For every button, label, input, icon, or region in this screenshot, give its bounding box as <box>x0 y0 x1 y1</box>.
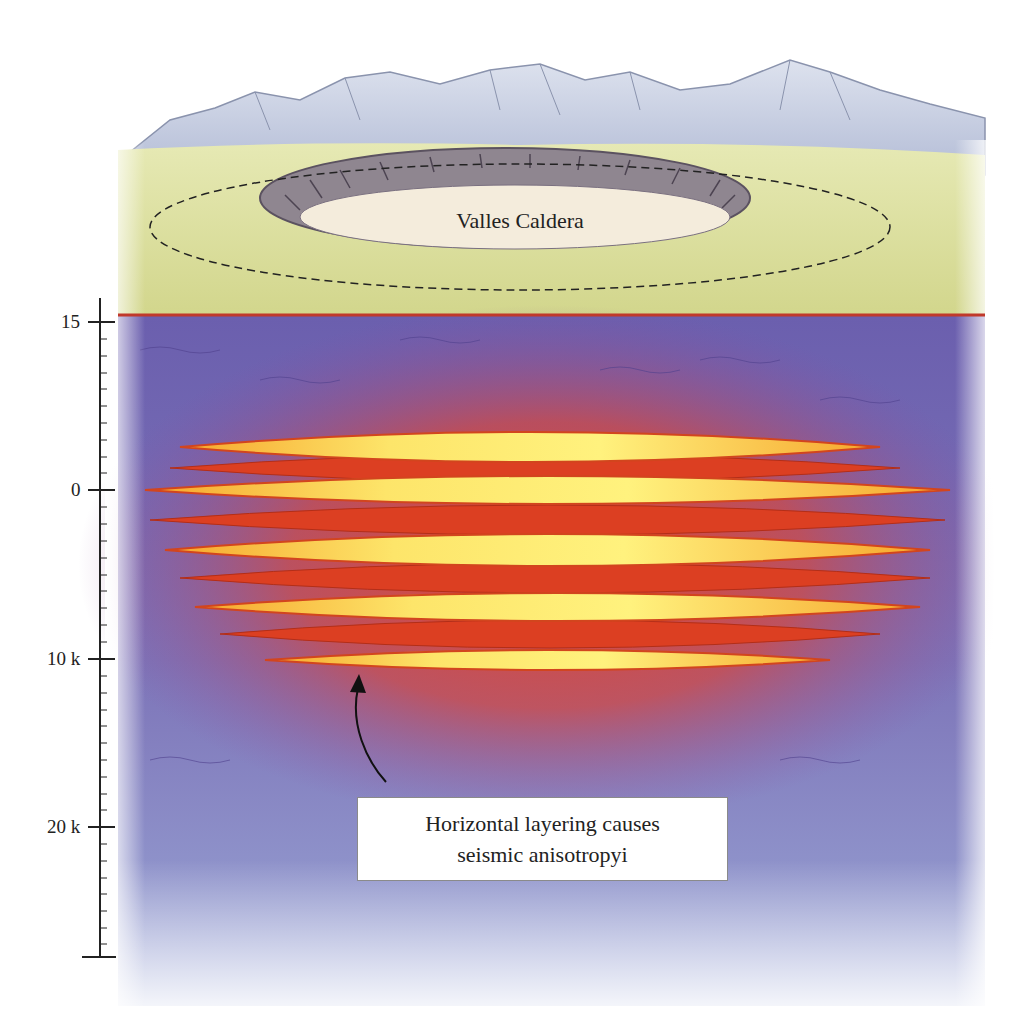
melt-lenses <box>145 432 950 670</box>
axis-label: 15 <box>61 311 80 333</box>
axis-label: 10 k <box>47 648 80 670</box>
axis-tick <box>88 489 115 491</box>
axis-tick <box>88 321 115 323</box>
axis-end <box>82 956 116 958</box>
right-margin <box>994 140 1024 1024</box>
melt-lens <box>165 534 930 566</box>
melt-band <box>220 620 880 648</box>
axis-label: 20 k <box>47 816 80 838</box>
melt-band <box>150 505 945 535</box>
minor-ticks <box>100 339 107 944</box>
leader-arrowhead <box>350 674 366 693</box>
callout-box: Horizontal layering causes seismic aniso… <box>357 797 728 881</box>
bottom-fade <box>100 860 1024 1024</box>
left-fade <box>105 140 145 1024</box>
axis-tick <box>88 826 115 828</box>
magma-glow <box>78 305 1018 825</box>
land-surface <box>118 143 985 316</box>
melt-lens <box>195 593 920 621</box>
leader-line <box>356 688 386 782</box>
surface-line <box>118 314 985 317</box>
melt-band <box>180 563 930 593</box>
right-fade <box>955 140 995 1024</box>
axis-tick <box>88 658 115 660</box>
melt-lens <box>265 650 830 670</box>
melt-lens <box>180 432 880 462</box>
caldera-outline: Valles Caldera <box>148 162 892 292</box>
callout-text: Horizontal layering causes seismic aniso… <box>393 808 692 870</box>
depth-axis <box>82 298 116 957</box>
axis-line <box>99 298 101 957</box>
axis-label: 0 <box>71 479 81 501</box>
melt-lens <box>145 476 950 504</box>
mountain-ridges <box>255 60 850 130</box>
caldera-label: Valles Caldera <box>148 208 892 234</box>
